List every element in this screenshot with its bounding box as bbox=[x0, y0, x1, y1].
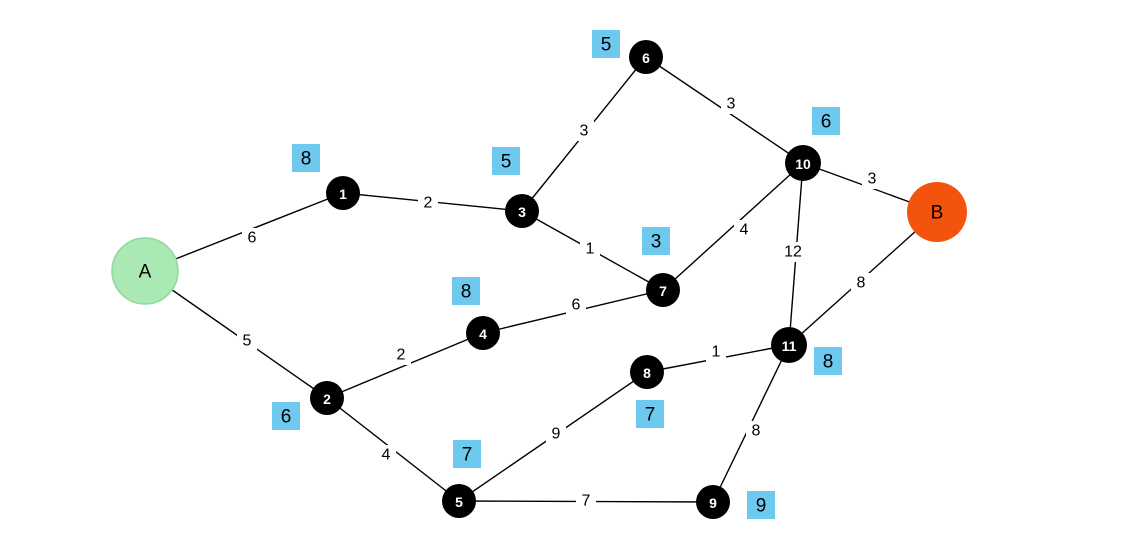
heuristic-box-3 bbox=[492, 147, 520, 175]
edge-weight-bg-7-10 bbox=[734, 220, 754, 240]
edge-weight-5-9: 7 bbox=[582, 493, 591, 510]
edge-weight-bg-5-9 bbox=[576, 491, 596, 511]
node-label-6: 6 bbox=[642, 50, 650, 66]
node-circle-11 bbox=[771, 327, 807, 363]
node-3: 3 bbox=[505, 194, 539, 228]
node-5: 5 bbox=[442, 484, 476, 518]
node-circle-2 bbox=[310, 381, 344, 415]
node-10: 10 bbox=[785, 145, 821, 181]
edge-weight-bg-5-8 bbox=[546, 424, 566, 444]
heuristic-value-8: 7 bbox=[645, 405, 656, 426]
edge-weight-bg-2-4 bbox=[391, 345, 411, 365]
heuristic-value-5: 7 bbox=[462, 445, 473, 466]
node-7: 7 bbox=[646, 273, 680, 307]
node-label-11: 11 bbox=[782, 338, 797, 354]
node-4: 4 bbox=[466, 316, 500, 350]
edge-weight-bg-3-6 bbox=[574, 121, 594, 141]
edge-weight-4-7: 6 bbox=[572, 297, 581, 314]
node-label-2: 2 bbox=[323, 391, 331, 407]
node-label-10: 10 bbox=[795, 156, 811, 172]
edge-7-10 bbox=[662, 162, 804, 291]
heuristic-value-3: 5 bbox=[501, 152, 512, 173]
edge-weight-5-8: 9 bbox=[552, 426, 561, 443]
edge-weight-11-B: 8 bbox=[857, 275, 866, 292]
node-B: B bbox=[907, 182, 967, 242]
node-circle-4 bbox=[466, 316, 500, 350]
edge-weight-bg-6-10 bbox=[721, 94, 741, 114]
heuristic-value-7: 3 bbox=[651, 232, 662, 253]
node-label-3: 3 bbox=[518, 204, 526, 220]
node-A: A bbox=[111, 237, 179, 305]
heuristic-box-11 bbox=[814, 347, 842, 375]
node-circle-7 bbox=[646, 273, 680, 307]
edge-weight-bg-4-7 bbox=[566, 295, 586, 315]
heuristic-box-6 bbox=[592, 30, 620, 58]
node-label-8: 8 bbox=[643, 365, 651, 381]
node-8: 8 bbox=[630, 355, 664, 389]
heuristic-value-9: 9 bbox=[756, 496, 767, 517]
edge-weight-9-11: 8 bbox=[752, 423, 761, 440]
node-circle-5 bbox=[442, 484, 476, 518]
edge-A-2 bbox=[144, 270, 328, 399]
heuristic-box-5 bbox=[453, 440, 481, 468]
edge-weight-10-B: 3 bbox=[868, 171, 877, 188]
edge-weight-A-2: 5 bbox=[243, 333, 252, 350]
node-9: 9 bbox=[696, 485, 730, 519]
node-label-A: A bbox=[139, 262, 152, 283]
node-label-1: 1 bbox=[339, 186, 347, 202]
heuristic-value-6: 5 bbox=[601, 35, 612, 56]
heuristic-box-10 bbox=[812, 107, 840, 135]
node-2: 2 bbox=[310, 381, 344, 415]
heuristic-box-4 bbox=[452, 277, 480, 305]
heuristic-value-10: 6 bbox=[821, 112, 832, 133]
node-label-4: 4 bbox=[479, 326, 487, 342]
heuristic-value-11: 8 bbox=[823, 352, 834, 373]
heuristic-value-4: 8 bbox=[461, 282, 472, 303]
node-circle-3 bbox=[505, 194, 539, 228]
edge-weight-2-5: 4 bbox=[382, 447, 391, 464]
edge-weight-8-11: 1 bbox=[712, 344, 721, 361]
node-6: 6 bbox=[629, 40, 663, 74]
edge-weight-bg-10-11 bbox=[778, 242, 808, 262]
edge-weight-bg-9-11 bbox=[746, 421, 766, 441]
node-label-9: 9 bbox=[709, 495, 717, 511]
heuristic-box-1 bbox=[292, 144, 320, 172]
edge-weight-bg-2-5 bbox=[376, 445, 396, 465]
edge-weight-bg-A-1 bbox=[242, 228, 262, 248]
edge-2-4 bbox=[326, 332, 484, 399]
edge-weight-7-10: 4 bbox=[740, 222, 749, 239]
node-label-B: B bbox=[931, 203, 944, 224]
heuristic-box-8 bbox=[636, 400, 664, 428]
edge-weight-A-1: 6 bbox=[248, 230, 257, 247]
heuristic-box-7 bbox=[642, 227, 670, 255]
node-1: 1 bbox=[326, 176, 360, 210]
edge-weight-bg-8-11 bbox=[706, 342, 726, 362]
node-label-5: 5 bbox=[455, 494, 463, 510]
edge-weight-bg-1-3 bbox=[418, 193, 438, 213]
edge-weight-10-11: 12 bbox=[784, 244, 802, 261]
edge-weight-6-10: 3 bbox=[727, 96, 736, 113]
edge-weight-2-4: 2 bbox=[397, 347, 406, 364]
node-circle-A bbox=[111, 237, 179, 305]
edge-weight-bg-11-B bbox=[851, 273, 871, 293]
edge-weight-bg-10-B bbox=[862, 169, 882, 189]
node-circle-6 bbox=[629, 40, 663, 74]
node-circle-10 bbox=[785, 145, 821, 181]
node-11: 11 bbox=[771, 327, 807, 363]
edge-weight-3-7: 1 bbox=[586, 241, 595, 258]
heuristic-value-2: 6 bbox=[281, 407, 292, 428]
edge-weight-3-6: 3 bbox=[580, 123, 589, 140]
node-circle-1 bbox=[326, 176, 360, 210]
edge-weight-bg-3-7 bbox=[580, 239, 600, 259]
node-circle-8 bbox=[630, 355, 664, 389]
heuristic-box-2 bbox=[272, 402, 300, 430]
node-label-7: 7 bbox=[659, 283, 667, 299]
edge-weight-bg-A-2 bbox=[237, 331, 257, 351]
edge-weight-1-3: 2 bbox=[424, 195, 433, 212]
heuristic-box-9 bbox=[747, 491, 775, 519]
node-circle-B bbox=[907, 182, 967, 242]
heuristic-value-1: 8 bbox=[301, 149, 312, 170]
node-circle-9 bbox=[696, 485, 730, 519]
